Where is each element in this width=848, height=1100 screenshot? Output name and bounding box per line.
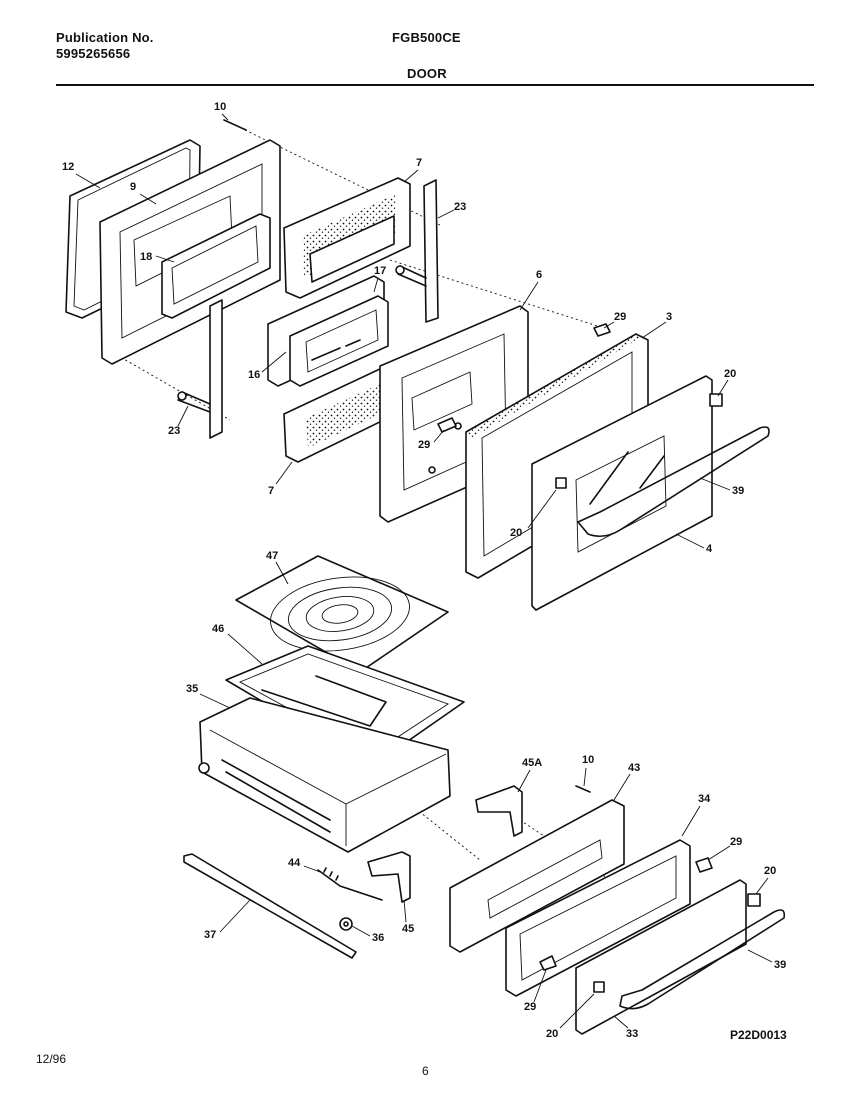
broiler-drawer-assembly <box>183 555 786 1035</box>
spring-part-44 <box>317 867 383 901</box>
callout-20-left: 20 <box>510 527 522 539</box>
callout-17: 17 <box>374 265 386 277</box>
insulation-top-part-7 <box>283 177 411 299</box>
spacer-part-29a <box>437 417 457 433</box>
slide-rail-part-37 <box>183 853 357 959</box>
drawer-front-frame-part-43 <box>449 799 625 953</box>
callout-45A: 45A <box>522 757 542 769</box>
callout-4: 4 <box>706 543 713 555</box>
callout-10: 10 <box>214 101 226 113</box>
callout-3: 3 <box>666 311 672 323</box>
callout-34: 34 <box>698 793 711 805</box>
callout-36: 36 <box>372 932 384 944</box>
drawer-handle-part-39 <box>619 909 786 1010</box>
callout-18: 18 <box>140 251 152 263</box>
door-handle-part-39 <box>577 426 770 538</box>
drawer-outer-panel-part-33 <box>575 879 761 1035</box>
section-title: DOOR <box>407 66 447 81</box>
handle-clip-part-20a <box>555 477 567 489</box>
drawing-code: P22D0013 <box>730 1028 787 1042</box>
callout-16: 16 <box>248 369 260 381</box>
window-frame-part-18 <box>161 213 271 319</box>
window-pack-part-17 <box>267 275 389 387</box>
header-rule <box>56 84 814 86</box>
oven-door-assembly <box>65 119 770 611</box>
callout-37: 37 <box>204 929 216 941</box>
drawer-body-part-35 <box>198 697 451 853</box>
callout-23-left: 23 <box>168 425 180 437</box>
part-callouts: 10 12 9 18 7 23 17 6 16 29 3 20 23 29 7 … <box>62 101 786 1040</box>
callout-7-top: 7 <box>416 157 422 169</box>
callout-20-drawer-left: 20 <box>546 1028 558 1040</box>
door-hinge-left-part-23 <box>177 299 223 439</box>
page-number: 6 <box>422 1064 429 1078</box>
latch-bracket-part-45 <box>367 851 411 903</box>
screw-part-10b <box>575 785 591 793</box>
door-hinge-right-part-23 <box>395 179 439 323</box>
callout-6: 6 <box>536 269 542 281</box>
callout-20-right: 20 <box>724 368 736 380</box>
callout-9: 9 <box>130 181 136 193</box>
callout-7-bottom: 7 <box>268 485 274 497</box>
spacer-part-29d <box>539 955 557 971</box>
model-number: FGB500CE <box>392 30 461 45</box>
callout-29-drawer-left: 29 <box>524 1001 536 1013</box>
roller-part-36 <box>339 917 353 931</box>
handle-clip-part-20c <box>747 893 761 907</box>
callout-33: 33 <box>626 1028 638 1040</box>
callout-12: 12 <box>62 161 74 173</box>
spacer-part-29c <box>695 857 713 873</box>
publication-number: 5995265656 <box>56 46 131 61</box>
callout-23-right: 23 <box>454 201 466 213</box>
publication-label: Publication No. <box>56 30 154 45</box>
callout-10-drawer: 10 <box>582 754 594 766</box>
broiler-grid-part-47 <box>235 555 449 673</box>
outer-door-panel-part-4 <box>531 375 723 611</box>
callout-47: 47 <box>266 550 278 562</box>
handle-clip-part-20d <box>593 981 605 993</box>
callout-39-door: 39 <box>732 485 744 497</box>
callout-46: 46 <box>212 623 224 635</box>
footer-date: 12/96 <box>36 1052 67 1066</box>
callout-44: 44 <box>288 857 301 869</box>
callout-43: 43 <box>628 762 640 774</box>
screw-part-10 <box>223 119 247 131</box>
callout-35: 35 <box>186 683 198 695</box>
handle-clip-part-20b <box>709 393 723 407</box>
callout-29-mid: 29 <box>418 439 430 451</box>
bracket-part-45A <box>475 785 523 837</box>
callout-45: 45 <box>402 923 414 935</box>
callout-29-drawer-right: 29 <box>730 836 742 848</box>
callout-29-top: 29 <box>614 311 626 323</box>
callout-20-drawer-right: 20 <box>764 865 776 877</box>
callout-39-drawer: 39 <box>774 959 786 971</box>
